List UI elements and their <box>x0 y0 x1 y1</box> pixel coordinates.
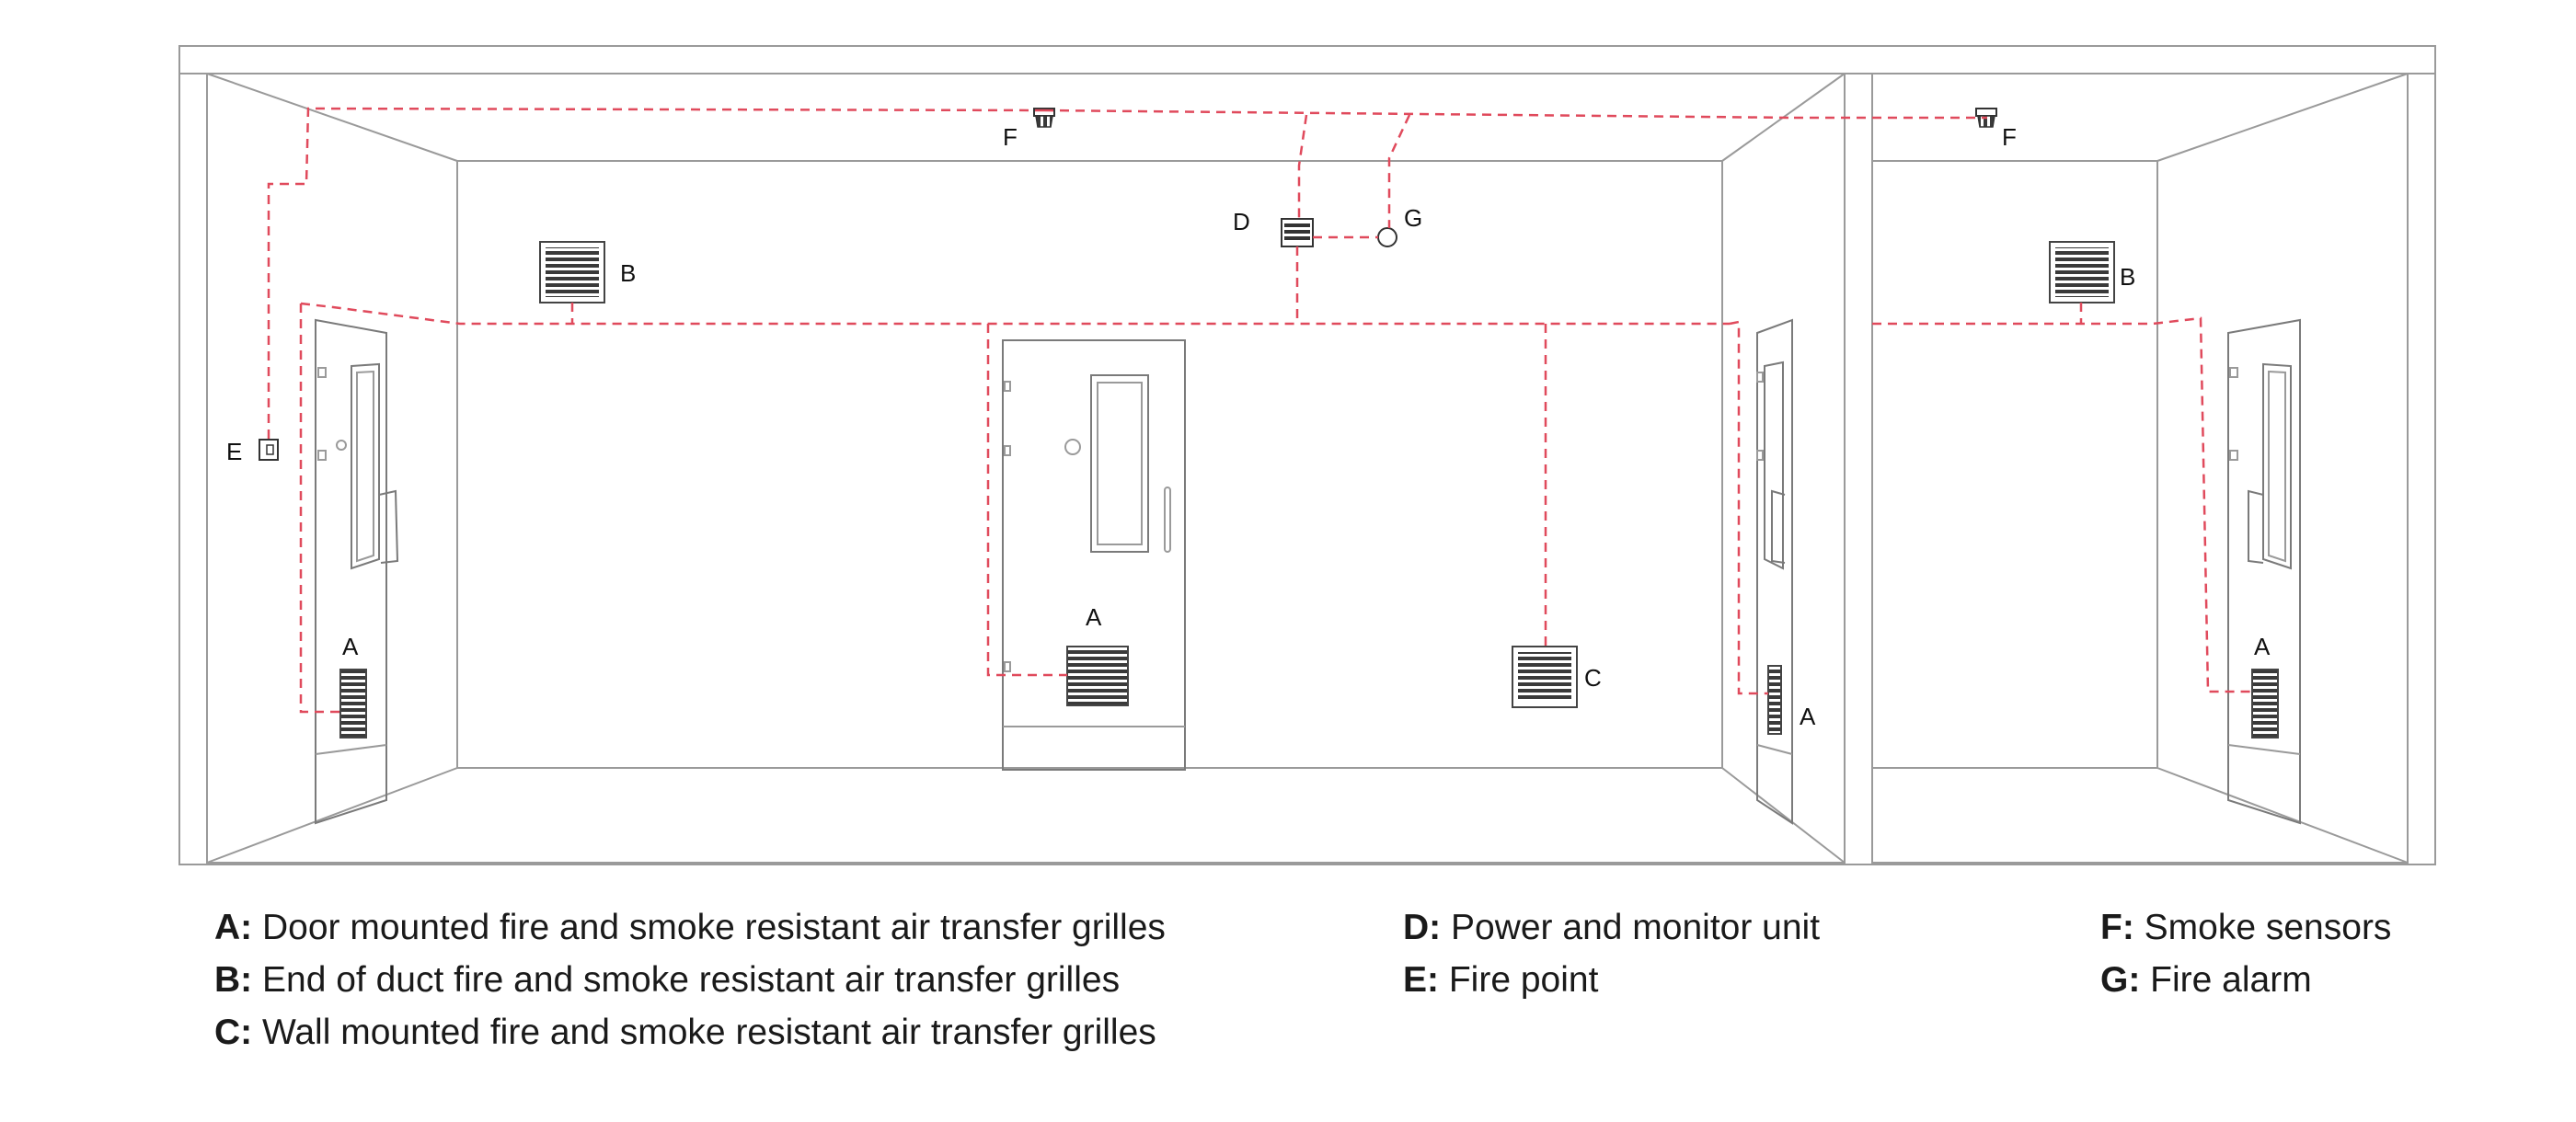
grille-a-right <box>1767 665 1782 735</box>
label-b-left: B <box>620 259 636 287</box>
label-b-far: B <box>2120 263 2135 291</box>
legend-column-1: A: Door mounted fire and smoke resistant… <box>214 901 1166 1059</box>
diagram-labels: A A A A B B C D E F F G <box>226 123 2271 730</box>
label-a-far: A <box>2254 633 2271 660</box>
grille-c-main <box>1512 646 1578 708</box>
right-door <box>1756 318 1793 825</box>
label-e-main: E <box>226 438 242 465</box>
fire-safety-room-diagram: A A A A B B C D E F F G <box>178 45 2436 865</box>
secondary-room <box>1871 73 2409 864</box>
legend-item-d: D: Power and monitor unit <box>1403 908 1821 947</box>
legend-item-g: G: Fire alarm <box>2100 960 2312 1000</box>
legend-item-e: E: Fire point <box>1403 960 1599 1000</box>
label-a-left: A <box>342 633 359 660</box>
grille-b-left <box>539 241 605 303</box>
grille-b-far <box>2049 241 2115 303</box>
label-f-far: F <box>2002 123 2017 151</box>
main-room <box>206 73 1846 864</box>
label-a-right: A <box>1800 703 1816 730</box>
grille-a-center <box>1066 646 1129 706</box>
left-door <box>315 318 399 825</box>
fire-alarm <box>1377 227 1397 247</box>
smoke-sensor-far <box>1975 108 1997 128</box>
building-outline <box>178 45 2436 865</box>
fire-point <box>259 439 279 461</box>
legend-item-f: F: Smoke sensors <box>2100 908 2392 947</box>
legend-column-2: D: Power and monitor unit E: Fire point <box>1403 901 1820 1006</box>
label-g-main: G <box>1404 204 1422 232</box>
alarm-wiring <box>267 107 2252 714</box>
legend: A: Door mounted fire and smoke resistant… <box>0 901 2576 1104</box>
legend-item-b: B: End of duct fire and smoke resistant … <box>214 960 1121 1000</box>
label-a-center: A <box>1086 603 1102 631</box>
legend-item-c: C: Wall mounted fire and smoke resistant… <box>214 1013 1156 1052</box>
label-f-left: F <box>1003 123 1018 151</box>
grille-a-far <box>2251 669 2279 738</box>
far-right-door <box>2227 318 2301 825</box>
legend-item-a: A: Door mounted fire and smoke resistant… <box>214 908 1166 947</box>
power-monitor-unit <box>1281 218 1314 247</box>
legend-column-3: F: Smoke sensors G: Fire alarm <box>2100 901 2391 1006</box>
grille-a-left <box>339 669 367 738</box>
smoke-sensor-left <box>1033 108 1055 128</box>
center-door <box>1002 339 1186 771</box>
label-c-main: C <box>1584 664 1602 692</box>
label-d-main: D <box>1233 208 1250 235</box>
